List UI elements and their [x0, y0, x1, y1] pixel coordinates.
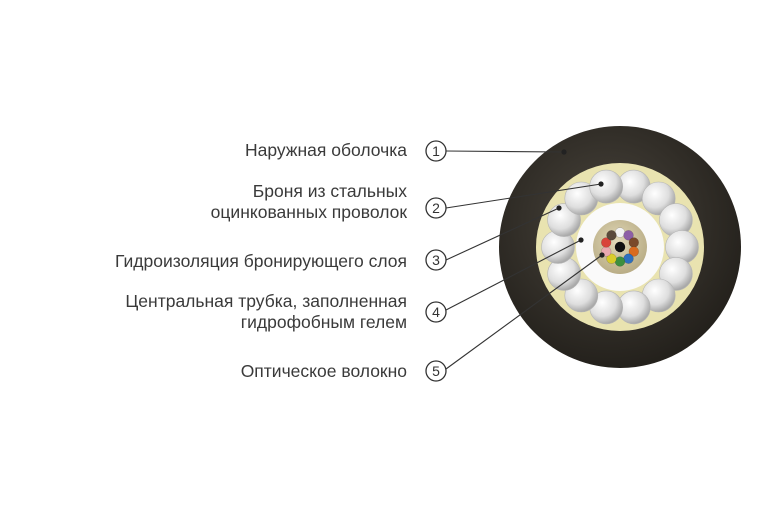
- callout-badge-3: 3: [425, 249, 447, 271]
- optical-fibers: [601, 227, 639, 267]
- optical-fiber: [628, 246, 639, 257]
- callout-badges: 1 2 3 4 5: [425, 140, 447, 382]
- label-line: Наружная оболочка: [244, 140, 407, 160]
- label-line: Броня из стальных: [252, 181, 407, 201]
- label-steel-armor: Броня из стальных оцинкованных проволок: [211, 181, 407, 223]
- leader-line-5: [445, 254, 603, 370]
- leader-dot-4: [578, 237, 584, 243]
- callout-badge-2: 2: [425, 197, 447, 219]
- label-optical-fiber: Оптическое волокно: [241, 361, 407, 382]
- label-line: Гидроизоляция бронирующего слоя: [115, 251, 407, 271]
- leader-dot-2: [598, 181, 604, 187]
- callout-number: 2: [432, 200, 440, 216]
- leader-dot-3: [556, 205, 562, 211]
- callout-number: 4: [432, 304, 440, 320]
- callout-badge-5: 5: [425, 360, 447, 382]
- label-outer-sheath: Наружная оболочка: [245, 140, 407, 161]
- leader-line-4: [445, 239, 582, 311]
- optical-fiber: [623, 230, 634, 241]
- label-line: оцинкованных проволок: [210, 202, 407, 222]
- callout-badge-4: 4: [425, 301, 447, 323]
- leader-line-3: [445, 207, 560, 261]
- armor-wires: [541, 169, 699, 325]
- leader-line-2: [445, 183, 602, 209]
- label-line: Центральная трубка, заполненная: [125, 291, 407, 311]
- optical-fiber: [614, 241, 626, 253]
- callout-number: 3: [432, 252, 440, 268]
- leader-dot-5: [599, 252, 605, 258]
- callout-badge-1: 1: [425, 140, 447, 162]
- optical-fiber: [628, 237, 639, 248]
- leader-dot-1: [561, 149, 567, 155]
- callout-number: 5: [432, 363, 440, 379]
- armor-wire: [589, 169, 624, 204]
- label-line: гидрофобным гелем: [240, 312, 407, 332]
- leader-line-1: [445, 150, 565, 153]
- label-line: Оптическое волокно: [240, 361, 407, 381]
- leader-lines: [445, 150, 603, 370]
- optical-fiber: [601, 237, 612, 248]
- optical-fiber: [606, 253, 617, 264]
- label-central-tube: Центральная трубка, заполненная гидрофоб…: [125, 291, 407, 333]
- callout-number: 1: [432, 143, 440, 159]
- leader-dots: [556, 149, 605, 258]
- optical-fiber: [606, 230, 617, 241]
- label-armor-waterproofing: Гидроизоляция бронирующего слоя: [115, 251, 407, 272]
